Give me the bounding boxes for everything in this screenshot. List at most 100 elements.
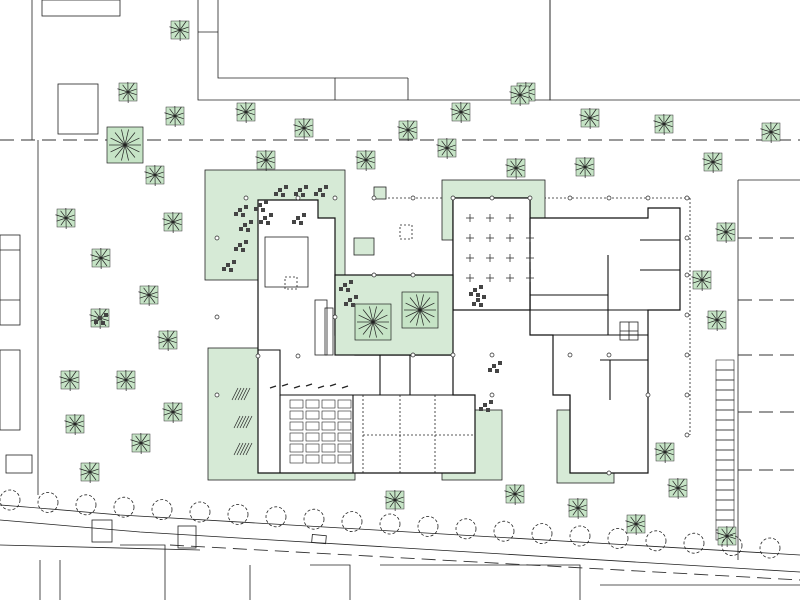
street-tree-icon: [189, 501, 211, 523]
tree-canopy-icon: [79, 461, 100, 484]
site-marker: [684, 312, 690, 318]
street-tree-icon: [721, 535, 743, 556]
tree-canopy-icon: [653, 113, 674, 136]
site-marker: [489, 195, 495, 201]
hall-north-east: [452, 197, 531, 311]
parking-spot-icon: [715, 369, 735, 381]
bench-icon: [231, 387, 251, 401]
column-marker: [486, 274, 494, 282]
site-marker: [214, 314, 220, 320]
street-tree-icon: [417, 516, 439, 537]
tree-canopy-icon: [702, 151, 723, 174]
tree-canopy-icon: [55, 207, 76, 230]
site-marker: [214, 235, 220, 241]
column-marker: [466, 254, 474, 262]
street-tree-icon: [607, 528, 629, 549]
site-marker: [243, 195, 249, 201]
site-marker: [489, 352, 495, 358]
street: [0, 504, 800, 600]
site-marker: [410, 195, 416, 201]
column-marker: [506, 274, 514, 282]
tree-canopy-icon: [164, 105, 185, 128]
seat-block: [305, 432, 320, 442]
site-marker: [567, 195, 573, 201]
table-cluster: [472, 295, 486, 307]
tree-canopy-icon: [706, 309, 727, 332]
seat-block: [305, 421, 320, 431]
neighbour-building: [41, 0, 121, 17]
site-marker: [606, 195, 612, 201]
seat-block: [305, 454, 320, 464]
seat-block: [337, 443, 352, 453]
seat-block: [321, 432, 336, 442]
street-tree-icon: [75, 494, 97, 516]
site-marker: [527, 195, 533, 201]
neighbour-building: [57, 83, 99, 135]
column-marker: [486, 214, 494, 222]
column-marker: [526, 254, 534, 262]
courtyard-furniture: [94, 185, 690, 476]
neighbour-building: [0, 234, 21, 326]
seat-block: [305, 443, 320, 453]
parking-spot-icon: [715, 359, 735, 371]
street-tree-icon: [341, 511, 363, 532]
tree-canopy-icon: [716, 525, 737, 548]
parking-spot-icon: [715, 509, 735, 521]
parking-spot-icon: [715, 449, 735, 461]
tree-canopy-icon: [397, 119, 418, 142]
table-cluster: [274, 185, 288, 197]
site-marker: [295, 195, 301, 201]
site-marker: [489, 392, 495, 398]
parking-spot-icon: [715, 409, 735, 421]
table-cluster: [344, 295, 358, 307]
street-tree-icon: [683, 532, 705, 554]
tree-canopy-icon: [401, 291, 439, 329]
neighbour-building: [197, 0, 551, 101]
site-marker: [684, 392, 690, 398]
street-tree-icon: [303, 508, 325, 530]
column-marker: [526, 234, 534, 242]
tree-canopy-icon: [157, 329, 178, 352]
site-marker: [371, 195, 377, 201]
street-tree-icon: [113, 496, 135, 518]
tree-canopy-icon: [579, 107, 600, 130]
seat-block: [289, 432, 304, 442]
seat-block: [289, 410, 304, 420]
tree-canopy-icon: [354, 303, 392, 341]
tree-canopy-icon: [509, 84, 530, 107]
site-marker: [410, 272, 416, 278]
tree-canopy-icon: [574, 156, 595, 179]
seat-block: [289, 399, 304, 409]
site-marker: [567, 352, 573, 358]
street-tree-icon: [455, 518, 477, 540]
site-marker: [606, 470, 612, 476]
seat-block: [321, 443, 336, 453]
site-marker: [332, 314, 338, 320]
tree-canopy-icon: [436, 137, 457, 160]
table-cluster: [314, 185, 328, 197]
site-marker: [410, 352, 416, 358]
tree-canopy-icon: [567, 497, 588, 520]
seat-block: [337, 410, 352, 420]
tree-canopy-icon: [169, 19, 190, 42]
site-marker: [214, 392, 220, 398]
street-tree-icon: [569, 525, 591, 547]
tree-canopy-icon: [625, 513, 646, 536]
street-trees: [0, 489, 781, 559]
bench-icon: [233, 415, 253, 429]
neighbour-building: [0, 349, 21, 431]
site-marker: [684, 352, 690, 358]
table-cluster: [94, 313, 108, 325]
tree-canopy-icon: [106, 126, 144, 164]
parking-spot-icon: [715, 439, 735, 451]
tree-canopy-icon: [162, 401, 183, 424]
column-marker: [506, 214, 514, 222]
seat-block: [305, 410, 320, 420]
site-marker: [255, 353, 261, 359]
table-cluster: [239, 220, 253, 232]
site-marker: [371, 272, 377, 278]
parking-spot-icon: [715, 489, 735, 501]
street-tree-icon: [265, 506, 287, 528]
seat-block: [305, 399, 320, 409]
